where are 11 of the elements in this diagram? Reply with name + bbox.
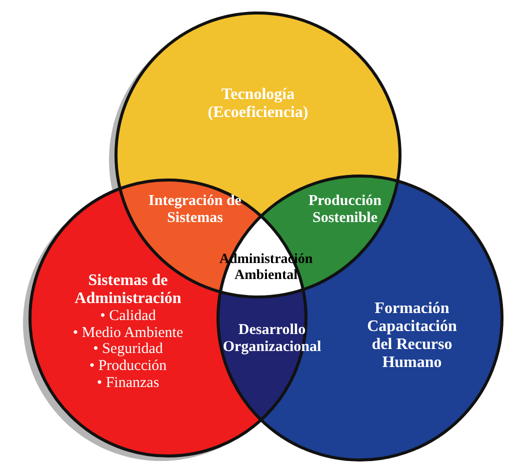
circle-title: Formación Capacitación del Recurso Humano	[366, 300, 458, 372]
bullet-item: • Finanzas	[96, 375, 160, 392]
overlap-label: Desarrollo Organizacional	[207, 322, 337, 356]
circle-title: Tecnología (Ecoeficiencia)	[206, 86, 310, 122]
overlap-label: Producción Sostenible	[297, 193, 393, 227]
bullet-item: • Seguridad	[93, 341, 163, 358]
bullet-item: • Calidad	[100, 308, 156, 325]
overlap-label: Integración de Sistemas	[147, 193, 243, 227]
bullet-item: • Medio Ambiente	[72, 324, 184, 342]
bullet-item: • Producción	[89, 358, 167, 375]
circle-title: Sistemas de Administración	[74, 272, 182, 308]
